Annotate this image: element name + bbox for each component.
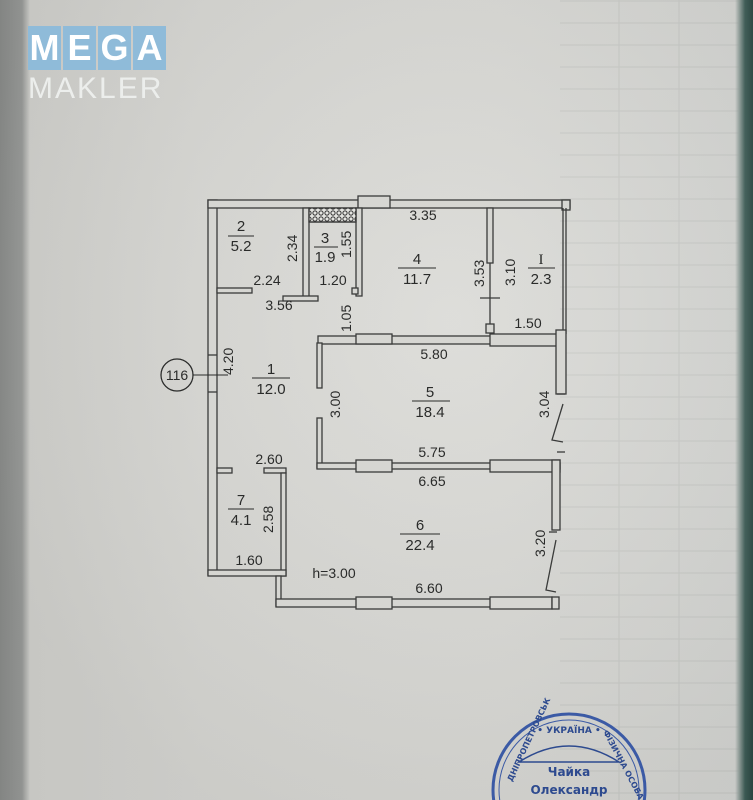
svg-text:12.0: 12.0 [256,381,285,398]
svg-text:3.20: 3.20 [532,530,548,557]
svg-text:2: 2 [237,218,245,235]
background-form-grid [560,0,740,800]
window [357,195,391,209]
svg-text:3.00: 3.00 [327,391,343,418]
svg-text:7: 7 [237,492,245,509]
window [355,596,393,610]
axis-marker: 116 [160,358,228,392]
svg-text:6: 6 [416,517,424,534]
svg-text:1.9: 1.9 [315,249,336,266]
logo-letter: E [63,26,96,70]
svg-text:1: 1 [267,361,275,378]
svg-text:5.80: 5.80 [420,346,447,362]
svg-text:1.50: 1.50 [514,315,541,331]
ceiling-height: h=3.00 [312,565,355,581]
room-3-label: 3 1.9 [314,230,338,266]
room-5-label: 5 18.4 [412,384,450,421]
svg-text:2.34: 2.34 [284,235,300,262]
svg-text:4.1: 4.1 [231,512,252,529]
svg-text:5.2: 5.2 [231,238,252,255]
svg-text:2.60: 2.60 [255,451,282,467]
svg-text:3.04: 3.04 [536,391,552,418]
svg-text:11.7: 11.7 [403,271,431,288]
svg-text:1.60: 1.60 [235,552,262,568]
room-2-label: 2 5.2 [228,218,254,255]
svg-text:6.65: 6.65 [418,473,445,489]
svg-text:2.24: 2.24 [253,272,280,288]
svg-text:4.20: 4.20 [220,348,236,375]
svg-text:22.4: 22.4 [405,537,434,554]
svg-text:18.4: 18.4 [415,404,444,421]
logo-letter: A [133,26,166,70]
logo-letter: G [98,26,131,70]
svg-text:3.53: 3.53 [471,260,487,287]
svg-text:3.35: 3.35 [409,207,436,223]
svg-text:1.20: 1.20 [319,272,346,288]
stamp-name-line1: Чайка [548,765,590,779]
room-I-label: I 2.3 [528,252,555,288]
svg-text:3: 3 [321,230,329,247]
svg-text:5: 5 [426,384,434,401]
room-6-label: 6 22.4 [400,517,440,554]
svg-text:3.56: 3.56 [265,297,292,313]
notary-stamp: • УКРАЇНА • ДНІПРОПЕТРОВСЬК ФІЗИЧНА ОСОБ… [491,696,647,800]
logo-makler: MAKLER [28,72,164,105]
svg-text:6.60: 6.60 [415,580,442,596]
room-7-label: 7 4.1 [228,492,254,529]
walls [207,195,571,610]
axis-label: 116 [166,367,189,383]
svg-text:4: 4 [413,251,421,268]
logo-mega: M E G A [28,26,166,70]
logo-letter: M [28,26,61,70]
dimensions: 3.35 2.34 1.55 2.24 1.20 3.56 1.05 3.53 … [220,207,552,596]
svg-text:2.3: 2.3 [531,271,552,288]
svg-text:1.55: 1.55 [338,231,354,258]
stamp-name-line2: Олександр [530,783,607,797]
svg-text:5.75: 5.75 [418,444,445,460]
svg-text:I: I [539,252,544,268]
room-1-label: 1 12.0 [252,361,290,398]
svg-text:3.10: 3.10 [502,259,518,286]
stamp-arc-top: • УКРАЇНА • [537,725,600,736]
room-4-label: 4 11.7 [398,251,436,288]
svg-text:2.58: 2.58 [260,506,276,533]
megamakler-logo: M E G A MAKLER [28,26,166,106]
window [355,333,393,345]
svg-text:1.05: 1.05 [338,305,354,332]
window [355,459,393,473]
